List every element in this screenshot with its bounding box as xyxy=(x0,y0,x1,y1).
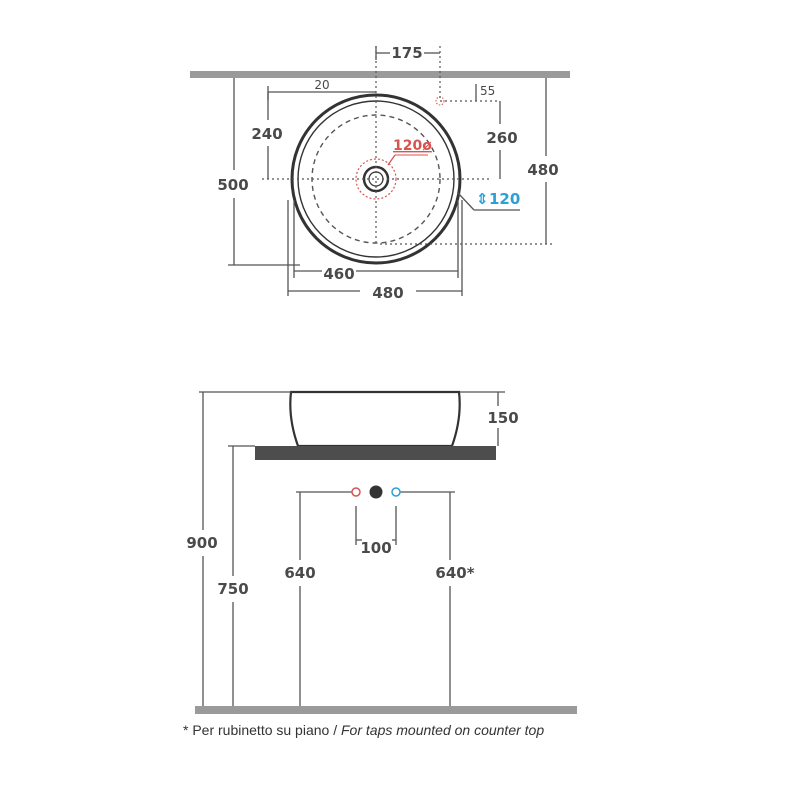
dim-640-label: 640 xyxy=(284,564,315,582)
dim-260-label: 260 xyxy=(486,129,517,147)
counter-top xyxy=(255,446,496,460)
drain-zone xyxy=(355,158,397,200)
dim-175-label: 175 xyxy=(391,44,422,62)
drain-height-label: 120 xyxy=(489,190,520,208)
dim-750-label: 750 xyxy=(217,580,248,598)
footnote: * Per rubinetto su piano / For taps moun… xyxy=(183,722,544,738)
top-view: 175 20 55 240 260 500 480 120ø xyxy=(190,44,570,302)
basin-inner-rim xyxy=(297,100,455,258)
wall-bar-top xyxy=(190,71,570,78)
basin-bowl-outline xyxy=(311,114,441,244)
dim-640-star-label: 640* xyxy=(435,564,474,582)
footnote-italian: * Per rubinetto su piano / xyxy=(183,722,341,738)
drain-connection xyxy=(369,485,383,499)
dim-480v-label: 480 xyxy=(527,161,558,179)
side-view: 150 900 750 640 640* 100 xyxy=(186,390,577,714)
hot-water-connection xyxy=(351,487,361,497)
dim-500-label: 500 xyxy=(217,176,248,194)
dim-480h-label: 480 xyxy=(372,284,403,302)
floor-bar xyxy=(195,706,577,714)
dim-20-label: 20 xyxy=(314,78,329,92)
drain-height-arrows: ⇕ xyxy=(476,190,489,208)
cold-water-connection xyxy=(391,487,401,497)
basin-profile xyxy=(289,390,461,448)
dim-460-label: 460 xyxy=(323,265,354,283)
footnote-english: For taps mounted on counter top xyxy=(341,722,545,738)
dim-150-label: 150 xyxy=(487,409,518,427)
drain-inner xyxy=(368,171,384,187)
dim-100-label: 100 xyxy=(360,539,391,557)
dim-900-label: 900 xyxy=(186,534,217,552)
drain-diameter-label: 120ø xyxy=(393,138,432,154)
dim-240-label: 240 xyxy=(251,125,282,143)
dim-55-label: 55 xyxy=(480,84,495,98)
